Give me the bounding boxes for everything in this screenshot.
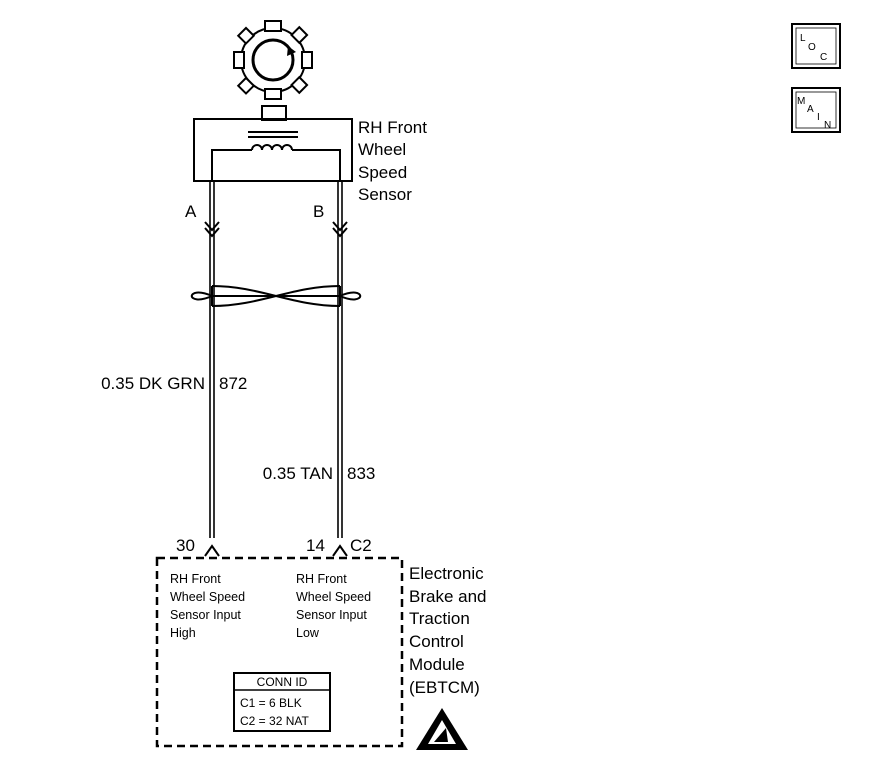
input-high-line-4: High [170, 626, 196, 640]
terminal-b-label: B [313, 202, 324, 221]
sensor-name-line-4: Sensor [358, 185, 412, 204]
conn-id-row-2: C2 = 32 NAT [240, 714, 309, 728]
wire-a-color-label: 0.35 DK GRN [101, 374, 205, 393]
input-high-line-1: RH Front [170, 572, 221, 586]
wire-a-circuit-label: 872 [219, 374, 247, 393]
sensor-connector-arrow-b [332, 221, 348, 238]
sensor-name-line-1: RH Front [358, 118, 427, 137]
input-low-line-3: Sensor Input [296, 608, 367, 622]
wire-b-circuit-label: 833 [347, 464, 375, 483]
input-low-line-4: Low [296, 626, 320, 640]
conn-id-box: CONN ID C1 = 6 BLK C2 = 32 NAT [233, 672, 331, 732]
sensor-name-line-3: Speed [358, 163, 407, 182]
esd-warning-icon [416, 708, 468, 750]
twisted-pair-icon [190, 285, 362, 307]
loc-letter-l: L [800, 33, 806, 44]
sensor-connector-arrow-a [204, 221, 220, 238]
input-high-line-2: Wheel Speed [170, 590, 245, 604]
main-letter-i: I [817, 112, 820, 123]
terminal-a-label: A [185, 202, 197, 221]
module-name-line-4: Control [409, 632, 464, 651]
conn-id-title: CONN ID [257, 675, 308, 689]
tone-wheel-icon [233, 20, 313, 121]
input-high-line-3: Sensor Input [170, 608, 241, 622]
main-letter-m: M [797, 96, 805, 107]
module-name-line-2: Brake and [409, 587, 487, 606]
module-connector-arrow-14 [332, 544, 348, 557]
module-name-line-1: Electronic [409, 564, 484, 583]
input-low-line-2: Wheel Speed [296, 590, 371, 604]
module-connector-label: C2 [350, 536, 372, 555]
input-low-line-1: RH Front [296, 572, 347, 586]
main-letter-a: A [807, 104, 814, 115]
main-button-icon[interactable]: M A I N [791, 87, 841, 133]
sensor-name-line-2: Wheel [358, 140, 406, 159]
main-letter-n: N [824, 120, 831, 131]
sensor-body [193, 118, 353, 182]
loc-letter-o: O [808, 42, 816, 53]
module-connector-arrow-30 [204, 544, 220, 557]
module-pin-14-label: 14 [306, 536, 325, 555]
wire-b-color-label: 0.35 TAN [263, 464, 333, 483]
module-name-line-6: (EBTCM) [409, 678, 480, 697]
loc-button-icon[interactable]: L O C [791, 23, 841, 69]
module-name-line-3: Traction [409, 609, 470, 628]
conn-id-row-1: C1 = 6 BLK [240, 696, 302, 710]
loc-letter-c: C [820, 52, 827, 63]
module-name-line-5: Module [409, 655, 465, 674]
module-box [155, 556, 404, 748]
wire-a [209, 181, 215, 538]
wire-b [337, 181, 343, 538]
module-pin-30-label: 30 [176, 536, 195, 555]
